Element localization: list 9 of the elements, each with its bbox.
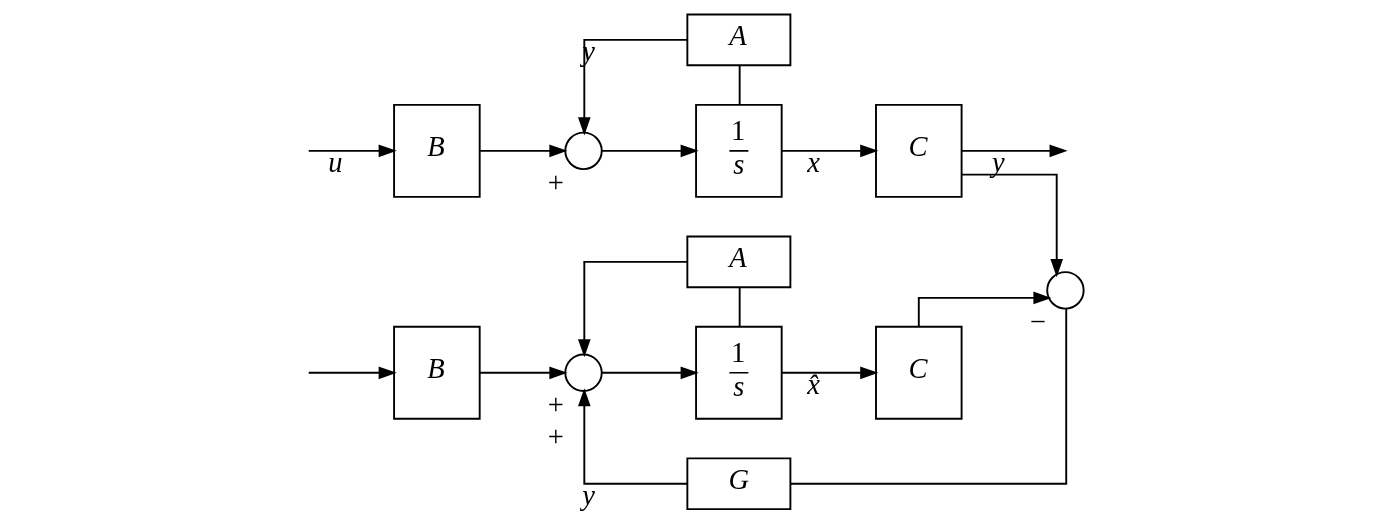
node-label: − [1029, 306, 1046, 338]
edge-label: x̂ [806, 369, 820, 401]
node-label: + [547, 420, 564, 452]
edge-label: y [991, 147, 1005, 179]
edge-label: y [581, 480, 595, 511]
node-label: + [547, 388, 564, 420]
node-label: + [547, 166, 564, 198]
edge-label: x [806, 147, 820, 179]
edge-label: u [327, 147, 343, 179]
